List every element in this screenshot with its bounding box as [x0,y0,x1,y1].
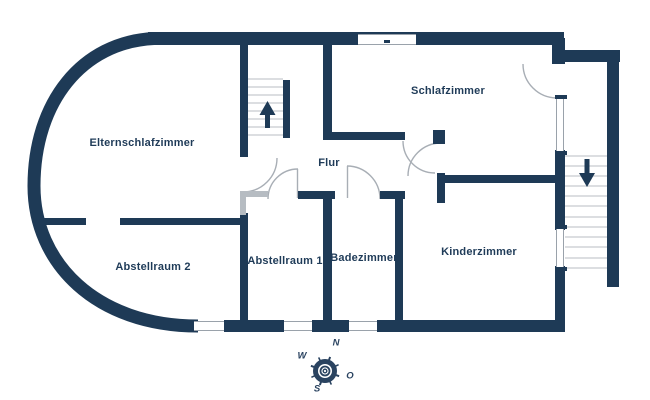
door-schlafzimmer [522,63,558,99]
window-center-tick [384,40,390,43]
wall-eltern-abstellraum2-a [44,218,86,225]
wall-stairwell-left-mid [555,150,565,230]
wall-exterior-bottom-2 [313,320,348,332]
door-abstellraum1 [267,168,299,200]
wall-door-jamb-schlafzimmer [555,43,565,64]
room-label-abstellraum2: Abstellraum 2 [115,261,191,273]
wall-kinderzimmer-right [555,266,565,332]
wall-bad-abstellraum1 [323,199,332,323]
gray-passage-vertical [240,191,246,215]
window-badezimmer [345,320,381,332]
window-stairwell-lower [555,225,567,271]
wall-schlafzimmer-left [323,40,332,140]
stairs-down-arrow-icon [579,159,595,187]
room-label-kinderzimmer: Kinderzimmer [441,246,517,258]
wall-stub-kinderzimmer [437,173,445,203]
wall-stairwell-top [553,50,620,62]
wall-kinderzimmer-top [443,175,557,183]
room-label-flur: Flur [318,157,340,169]
wall-schlafzimmer-bottom [323,132,405,140]
compass-rose-icon [310,356,340,386]
gray-passage-horizontal [240,191,268,197]
curved-exterior-wall [27,32,199,333]
stairs-lower-treads [565,155,607,269]
wall-eltern-abstellraum2-b [120,218,243,225]
wall-stairs-upper-right [283,80,290,138]
compass-west-label: W [297,350,307,362]
room-label-elternschlafzimmer: Elternschlafzimmer [89,137,195,149]
door-badezimmer [346,165,381,200]
window-stairwell-upper [555,95,567,155]
window-abstellraum2 [190,320,228,332]
door-corridor [402,140,436,174]
wall-flur-bottom-1 [298,191,335,199]
wall-flur-bottom-2 [380,191,405,199]
compass-east-label: O [346,370,354,382]
window-abstellraum1 [280,320,316,332]
wall-bad-kinderzimmer [395,197,403,323]
door-elternschlafzimmer [242,157,278,193]
room-label-schlafzimmer: Schlafzimmer [411,85,485,97]
room-label-badezimmer: Badezimmer [330,252,398,264]
room-label-abstellraum1: Abstellraum 1 [247,255,323,267]
wall-exterior-right [607,50,619,287]
window-schlafzimmer-top [354,33,420,45]
wall-cap-corridor [433,130,445,144]
wall-exterior-bottom-3 [378,320,565,332]
wall-stairs-upper-left [240,42,248,157]
wall-exterior-bottom-1 [225,320,283,332]
wall-abstellraum-divider [240,213,248,323]
compass-south-label: S [313,383,321,395]
compass-north-label: N [332,337,340,349]
stairs-up-arrow-icon [259,101,276,128]
